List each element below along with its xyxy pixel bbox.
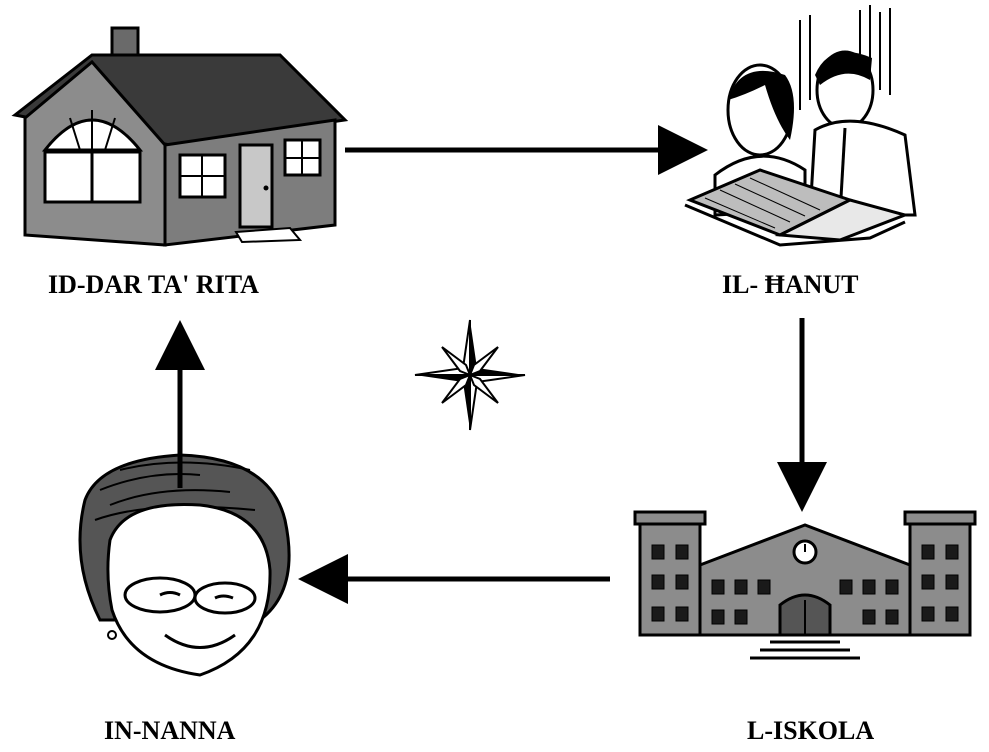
house-label: ID-DAR TA' RITA [48, 270, 259, 299]
school-label: L-ISKOLA [747, 716, 875, 745]
school-icon [633, 510, 977, 660]
nanna-label: IN-NANNA [104, 716, 236, 745]
compass-rose-icon [414, 319, 526, 431]
shop-label: IL- ĦANUT [722, 270, 859, 299]
grandmother-icon [78, 453, 291, 677]
house-icon [11, 26, 349, 247]
shop-icon [684, 5, 917, 247]
